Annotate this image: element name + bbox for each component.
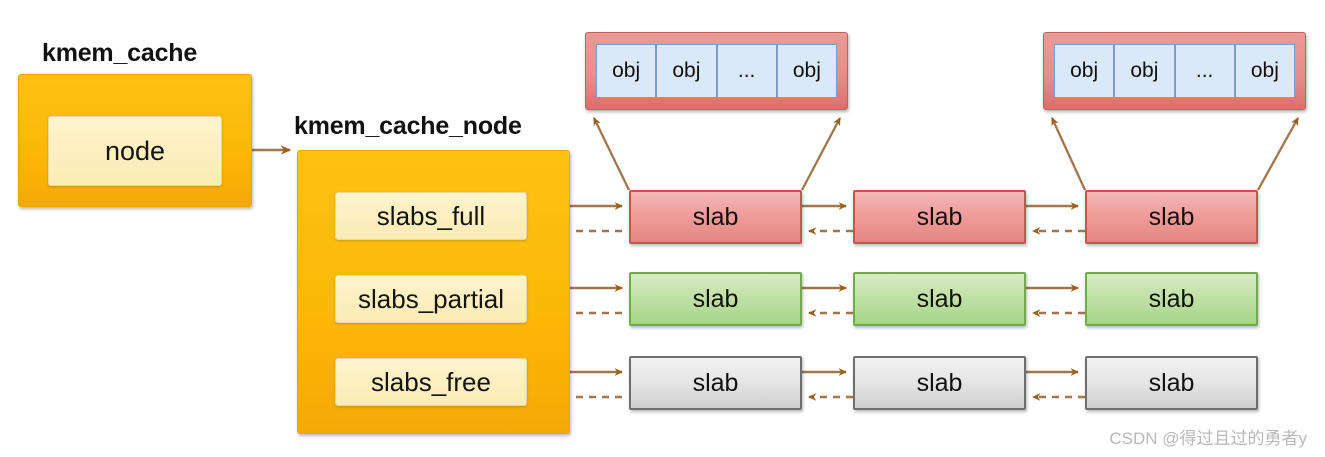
edge-free-c1-c2 — [802, 368, 853, 401]
slab-full-2[interactable]: slab — [853, 190, 1026, 244]
edge-partial-c1-c2 — [802, 284, 853, 317]
obj-cell[interactable]: obj — [776, 44, 837, 98]
field-slabs-partial[interactable]: slabs_partial — [335, 275, 527, 323]
slab-free-1[interactable]: slab — [629, 356, 802, 410]
obj-cell-ellipsis: ... — [1174, 44, 1235, 98]
edge-slab1-to-objs1 — [592, 117, 842, 191]
slab-free-3[interactable]: slab — [1085, 356, 1258, 410]
slab-full-3[interactable]: slab — [1085, 190, 1258, 244]
obj-cell[interactable]: obj — [596, 44, 657, 98]
field-node[interactable]: node — [48, 116, 222, 186]
kmem-cache-title: kmem_cache — [42, 39, 198, 67]
obj-cell[interactable]: obj — [656, 44, 717, 98]
slab-partial-3[interactable]: slab — [1085, 272, 1258, 326]
csdn-watermark: CSDN @得过且过的勇者y — [1109, 429, 1307, 448]
kmem-cache-node-title: kmem_cache_node — [294, 112, 522, 140]
obj-container-right: obj obj ... obj — [1043, 32, 1306, 110]
slab-free-2[interactable]: slab — [853, 356, 1026, 410]
slab-full-1[interactable]: slab — [629, 190, 802, 244]
obj-cell-ellipsis: ... — [716, 44, 777, 98]
edge-free-c2-c3 — [1026, 368, 1085, 401]
edge-full-c2-c3 — [1026, 202, 1085, 235]
field-slabs-free[interactable]: slabs_free — [335, 358, 527, 406]
field-slabs-full[interactable]: slabs_full — [335, 192, 527, 240]
edge-full-c1-c2 — [802, 202, 853, 235]
obj-cell[interactable]: obj — [1054, 44, 1115, 98]
slab-partial-2[interactable]: slab — [853, 272, 1026, 326]
obj-container-left: obj obj ... obj — [585, 32, 848, 110]
slab-partial-1[interactable]: slab — [629, 272, 802, 326]
edge-partial-c2-c3 — [1026, 284, 1085, 317]
obj-cell[interactable]: obj — [1234, 44, 1295, 98]
obj-cell[interactable]: obj — [1114, 44, 1175, 98]
edge-slab3-to-objs2 — [1050, 117, 1300, 191]
